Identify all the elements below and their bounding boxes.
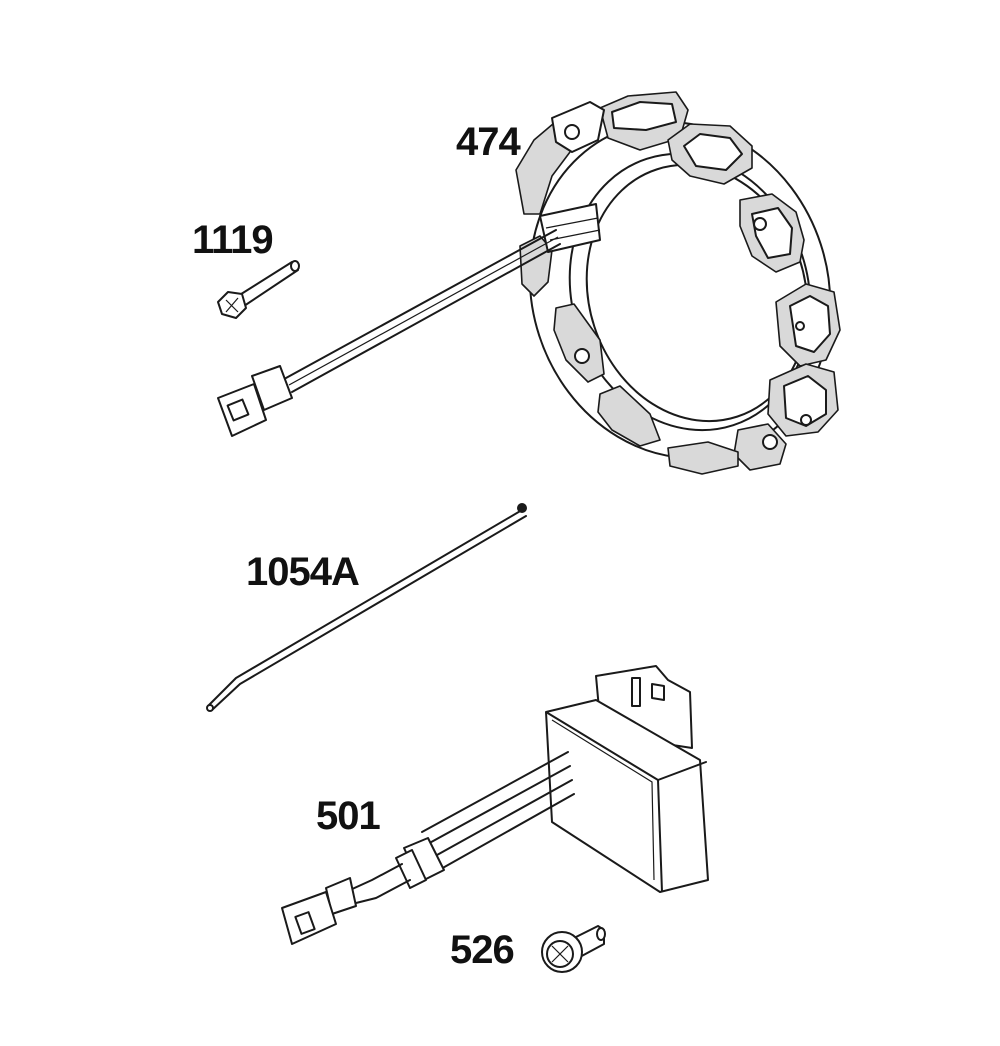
part-number-474: 474 [456, 120, 521, 164]
cable-tie-part [206, 503, 527, 712]
stator-part [515, 91, 841, 475]
stator-connector [217, 365, 293, 437]
stator-lead-wires [285, 229, 561, 393]
part-number-526: 526 [450, 928, 515, 972]
part-number-1119: 1119 [192, 218, 274, 262]
part-number-501: 501 [316, 794, 381, 838]
regulator-part [281, 665, 709, 945]
flange-screw-526-part [541, 925, 606, 973]
part-number-1054a: 1054A [246, 550, 360, 594]
screw-1119-part [217, 260, 300, 319]
